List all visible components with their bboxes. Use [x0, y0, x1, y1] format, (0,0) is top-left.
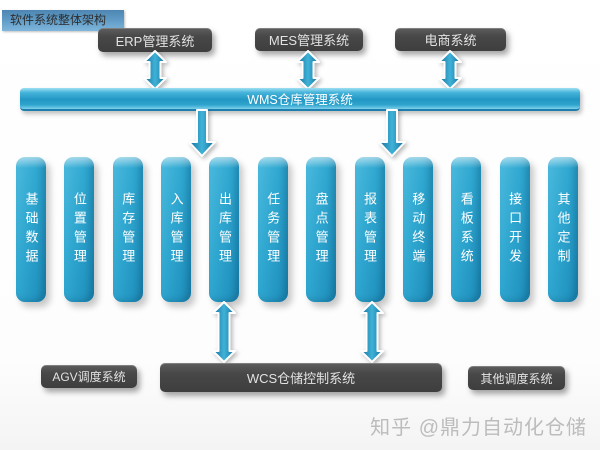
wms-module-row: 基础数据 位置管理 库存管理 入库管理 出库管理 任务管理 盘点管理 报表管理 … — [16, 157, 578, 302]
other-dispatch-system-box: 其他调度系统 — [468, 366, 565, 390]
module-label: 移动终端 — [410, 191, 426, 268]
module-label: 库存管理 — [120, 191, 136, 268]
ecommerce-system-label: 电商系统 — [424, 33, 477, 48]
diagram-title: 软件系统整体架构 — [2, 10, 124, 31]
module-label: 入库管理 — [168, 191, 184, 268]
module-other-custom: 其他定制 — [547, 157, 578, 302]
other-dispatch-system-label: 其他调度系统 — [480, 371, 553, 386]
module-interface-dev: 接口开发 — [499, 157, 530, 302]
zhihu-watermark: 知乎 @鼎力自动化仓储 — [370, 417, 587, 439]
module-label: 出库管理 — [216, 191, 232, 268]
erp-system-label: ERP管理系统 — [115, 33, 195, 49]
down-arrow-icon — [188, 109, 216, 157]
double-arrow-icon — [438, 50, 462, 90]
module-inbound-mgmt: 入库管理 — [161, 157, 192, 302]
module-inventory-mgmt: 库存管理 — [112, 157, 143, 302]
agv-dispatch-system-label: AGV调度系统 — [52, 370, 126, 384]
module-task-mgmt: 任务管理 — [257, 157, 288, 302]
module-label: 报表管理 — [362, 191, 378, 268]
ecommerce-system-box: 电商系统 — [395, 28, 506, 51]
agv-dispatch-system-box: AGV调度系统 — [41, 365, 137, 388]
mes-system-label: MES管理系统 — [268, 33, 350, 48]
module-label: 位置管理 — [71, 191, 87, 268]
erp-system-box: ERP管理系统 — [98, 28, 212, 52]
wcs-control-system-box: WCS仓储控制系统 — [160, 363, 442, 392]
module-kanban-system: 看板系统 — [451, 157, 482, 302]
module-label: 基础数据 — [23, 191, 39, 268]
module-label: 盘点管理 — [313, 191, 329, 268]
module-label: 看板系统 — [458, 191, 474, 268]
double-arrow-icon — [143, 50, 167, 90]
module-location-mgmt: 位置管理 — [64, 157, 95, 302]
module-label: 其他定制 — [555, 191, 571, 268]
module-label: 接口开发 — [507, 191, 523, 268]
wcs-control-system-label: WCS仓储控制系统 — [246, 371, 356, 386]
module-basic-data: 基础数据 — [16, 157, 46, 302]
module-mobile-terminal: 移动终端 — [402, 157, 433, 302]
double-arrow-icon — [212, 301, 236, 363]
wms-bus-label: WMS仓库管理系统 — [247, 93, 353, 107]
module-report-mgmt: 报表管理 — [354, 157, 385, 302]
double-arrow-icon — [360, 301, 384, 363]
mes-system-box: MES管理系统 — [255, 28, 363, 51]
wms-bus-bar: WMS仓库管理系统 — [20, 88, 580, 111]
down-arrow-icon — [378, 109, 406, 157]
module-label: 任务管理 — [265, 191, 281, 268]
module-outbound-mgmt: 出库管理 — [209, 157, 240, 302]
double-arrow-icon — [296, 50, 320, 90]
module-stocktake-mgmt: 盘点管理 — [306, 157, 337, 302]
